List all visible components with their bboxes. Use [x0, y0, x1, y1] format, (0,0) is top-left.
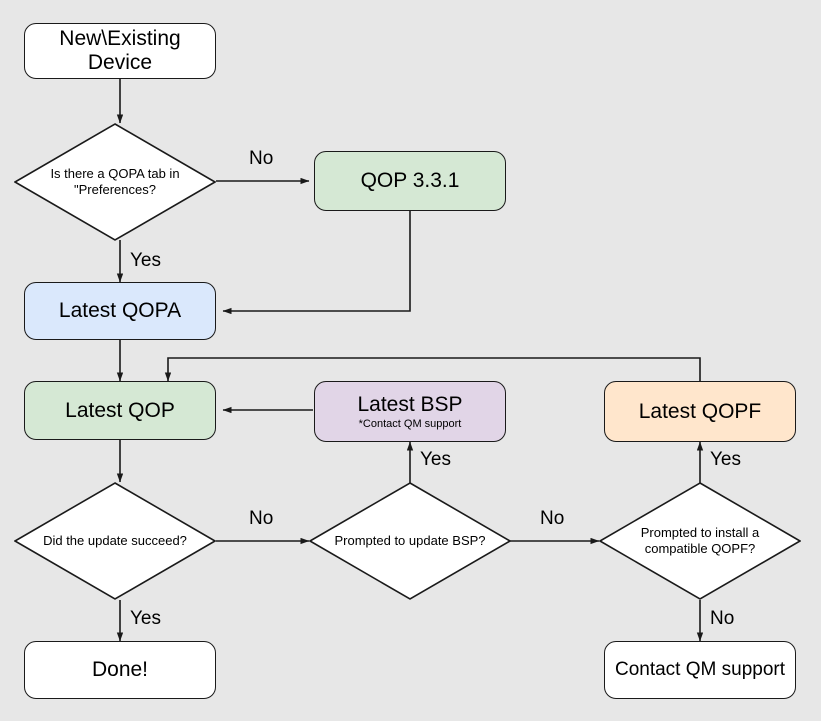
node-done-label: Done! [91, 658, 149, 682]
node-start[interactable]: New\Existing Device [24, 23, 216, 79]
node-latest-qopf[interactable]: Latest QOPF [604, 381, 796, 442]
node-prompted-qopf-question[interactable]: Prompted to install a compatible QOPF? [599, 482, 801, 600]
edge-label-update-succeed-yes: Yes [130, 608, 161, 629]
diamond-shape [309, 482, 511, 600]
edge-label-prompted-bsp-yes: Yes [420, 449, 451, 470]
node-qopa-tab-question[interactable]: Is there a QOPA tab in "Preferences? [14, 123, 216, 241]
node-update-succeed-question-label: Did the update succeed? [43, 532, 187, 548]
node-qopa-tab-question-label: Is there a QOPA tab in "Preferences? [50, 165, 180, 197]
node-latest-qopa-label: Latest QOPA [58, 299, 182, 323]
node-latest-bsp[interactable]: Latest BSP *Contact QM support [314, 381, 506, 442]
node-latest-qopf-label: Latest QOPF [638, 399, 762, 423]
node-contact-qm-support-label: Contact QM support [614, 659, 786, 681]
edge-label-qopa-tab-no: No [249, 148, 274, 169]
node-prompted-bsp-question-label: Prompted to update BSP? [334, 532, 486, 548]
node-qop-331[interactable]: QOP 3.3.1 [314, 151, 506, 211]
node-latest-qop[interactable]: Latest QOP [24, 381, 216, 440]
node-prompted-bsp-question[interactable]: Prompted to update BSP? [309, 482, 511, 600]
node-start-label: New\Existing Device [59, 27, 181, 74]
diamond-shape [599, 482, 801, 600]
diamond-shape [14, 123, 216, 241]
node-latest-qop-label: Latest QOP [65, 398, 175, 422]
node-done[interactable]: Done! [24, 641, 216, 699]
edge-label-prompted-qopf-yes: Yes [710, 449, 741, 470]
diamond-shape [14, 482, 216, 600]
node-update-succeed-question[interactable]: Did the update succeed? [14, 482, 216, 600]
node-qop-331-label: QOP 3.3.1 [360, 169, 460, 193]
node-latest-bsp-sublabel: *Contact QM support [358, 418, 462, 431]
node-contact-qm-support[interactable]: Contact QM support [604, 641, 796, 699]
node-latest-qopa[interactable]: Latest QOPA [24, 282, 216, 340]
node-prompted-qopf-question-label: Prompted to install a compatible QOPF? [640, 524, 760, 556]
edge-label-prompted-bsp-no: No [540, 508, 565, 529]
edge-label-prompted-qopf-no: No [710, 608, 735, 629]
edge-label-qopa-tab-yes: Yes [130, 250, 161, 271]
edge-label-update-succeed-no: No [249, 508, 274, 529]
edge-qop331-to-latest-qopa [222, 211, 411, 315]
node-latest-bsp-label: Latest BSP [357, 392, 463, 416]
edge-latest-qopf-to-latest-qop [164, 357, 701, 382]
